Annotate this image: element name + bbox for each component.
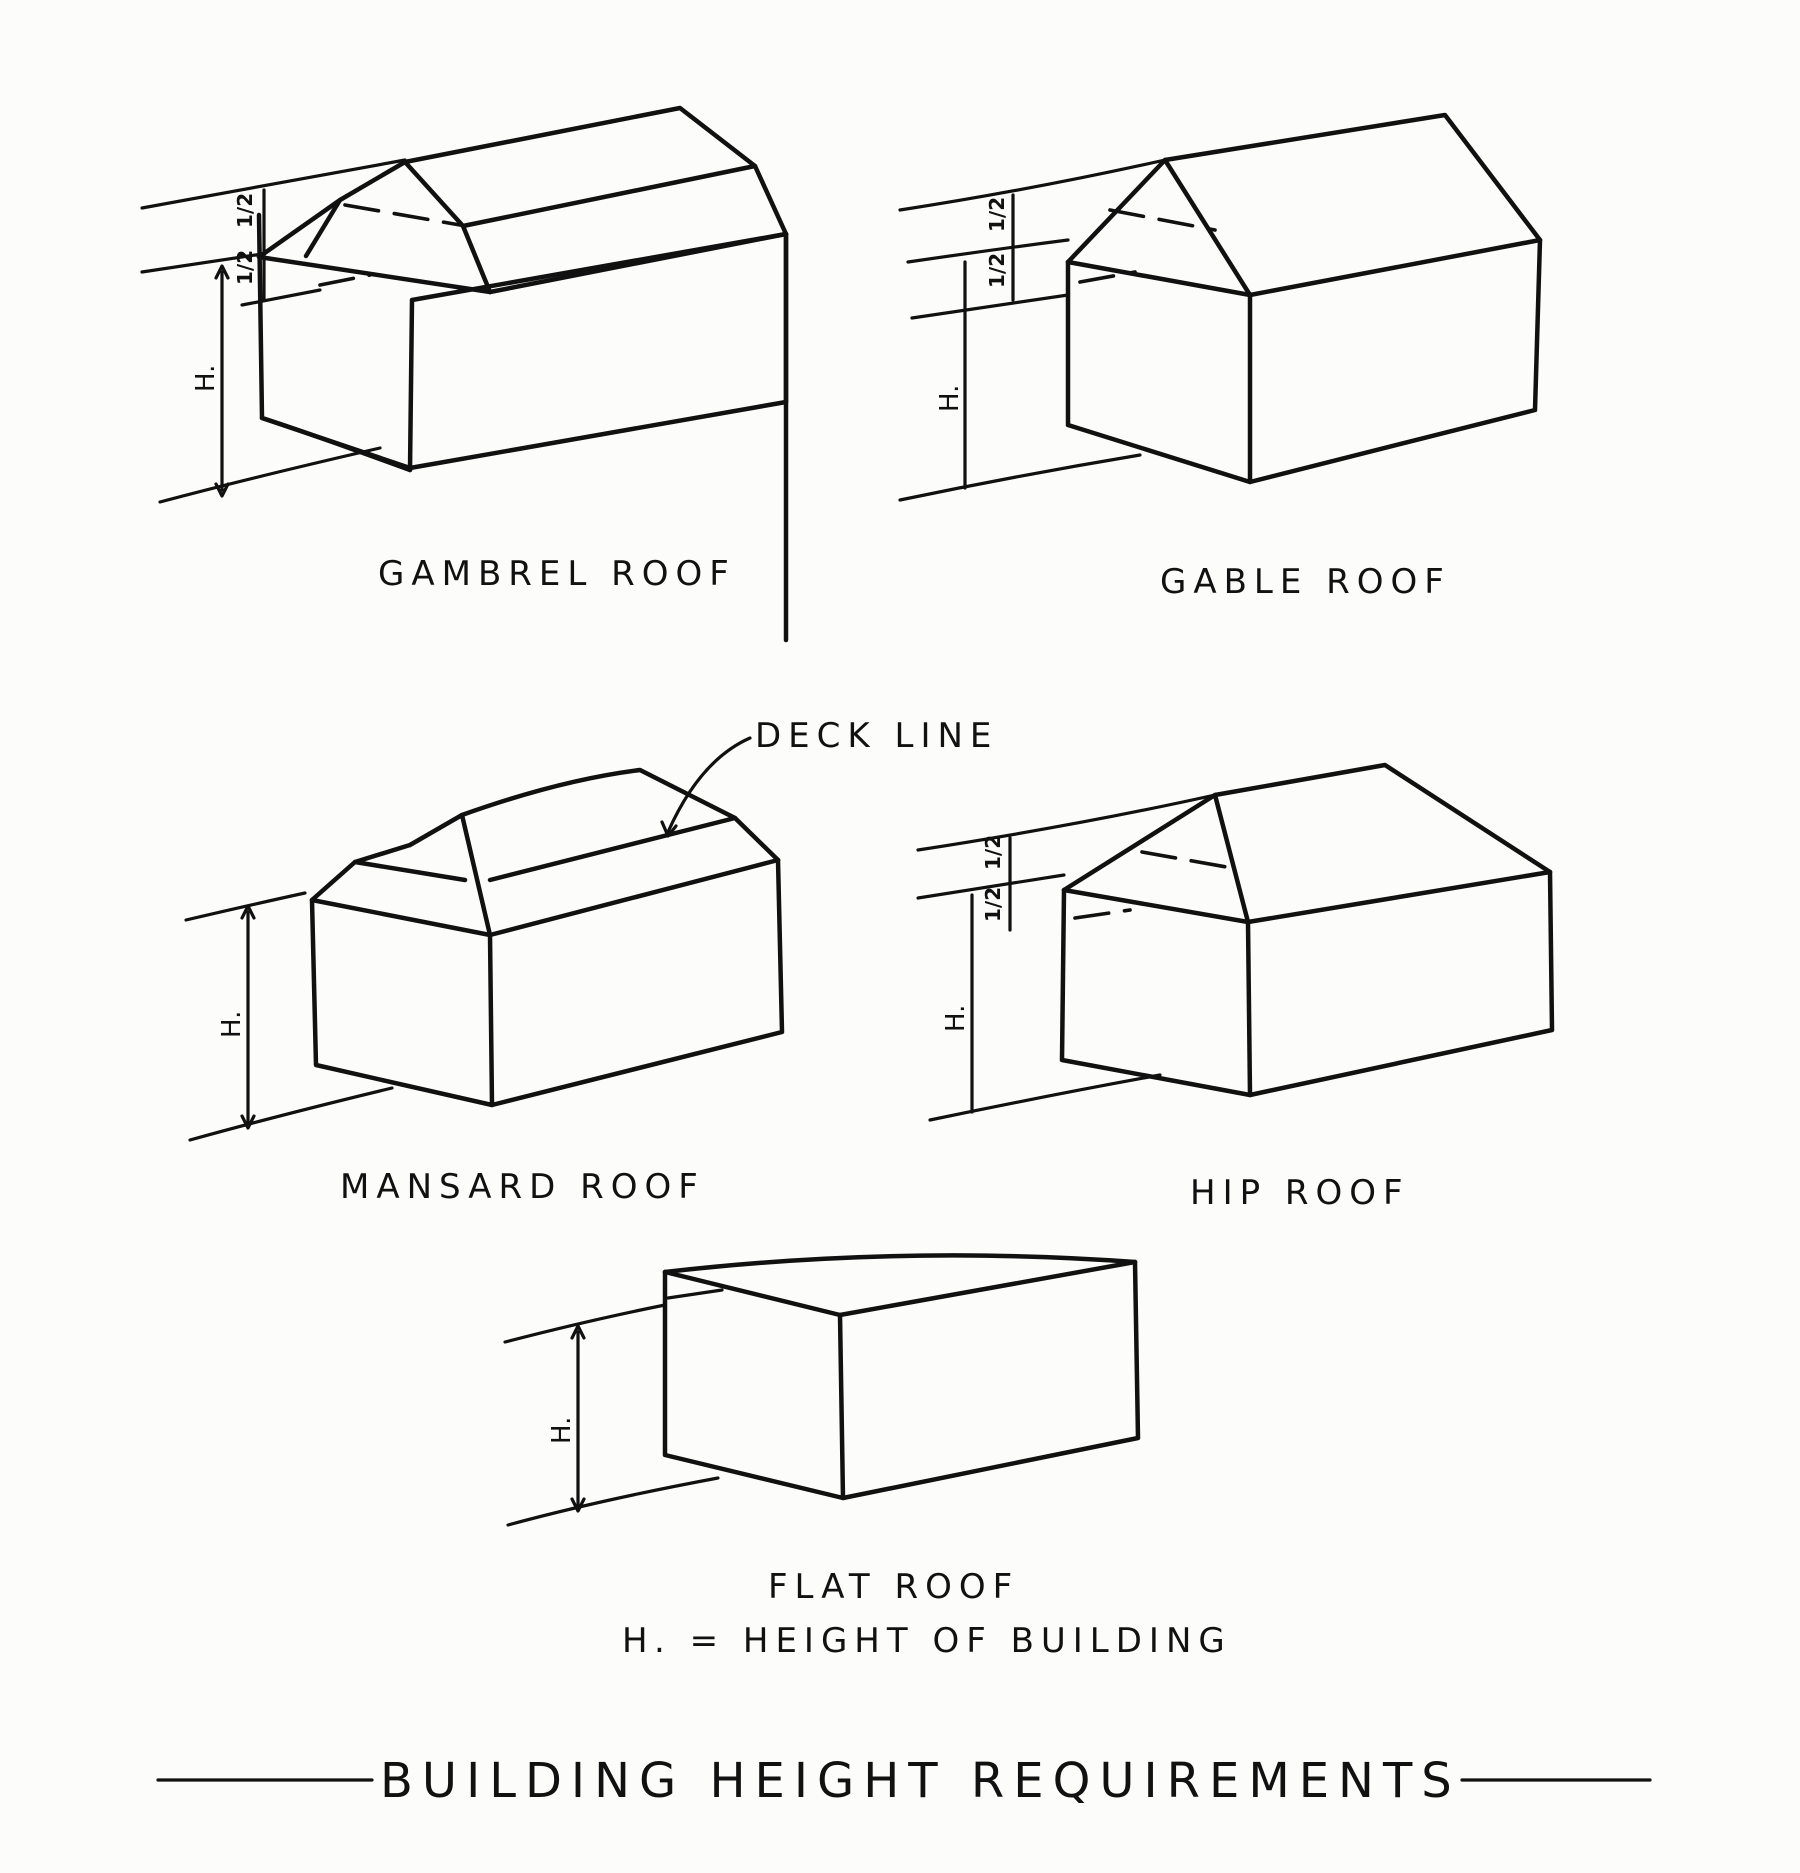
hip-height-label: H. [941,1005,971,1032]
gambrel-upper-half-label: 1/2 [233,193,257,228]
gambrel-height-label: H. [191,365,221,392]
hip-roof-caption: HIP ROOF [1190,1173,1410,1213]
page-title: BUILDING HEIGHT REQUIREMENTS [380,1753,1461,1809]
gable-lower-half-label: 1/2 [985,253,1009,288]
mansard-height-label: H. [217,1011,247,1038]
gable-upper-half-label: 1/2 [985,197,1009,232]
deck-line-label: DECK LINE [755,716,998,756]
hip-roof-drawing [916,762,1555,1122]
flat-roof-drawing [503,1253,1141,1527]
height-legend: H. = HEIGHT OF BUILDING [622,1621,1232,1661]
gable-roof-caption: GABLE ROOF [1160,562,1451,602]
hip-upper-half-label: 1/2 [981,835,1005,870]
mansard-roof-drawing [184,736,785,1142]
gable-roof-drawing [898,112,1543,502]
gambrel-lower-half-label: 1/2 [233,250,257,285]
hip-lower-half-label: 1/2 [981,887,1005,922]
flat-roof-caption: FLAT ROOF [768,1567,1019,1607]
gambrel-roof-caption: GAMBREL ROOF [378,554,736,594]
gambrel-roof-drawing [140,105,789,643]
flat-height-label: H. [547,1417,577,1444]
mansard-roof-caption: MANSARD ROOF [340,1167,705,1207]
gable-height-label: H. [935,385,965,412]
